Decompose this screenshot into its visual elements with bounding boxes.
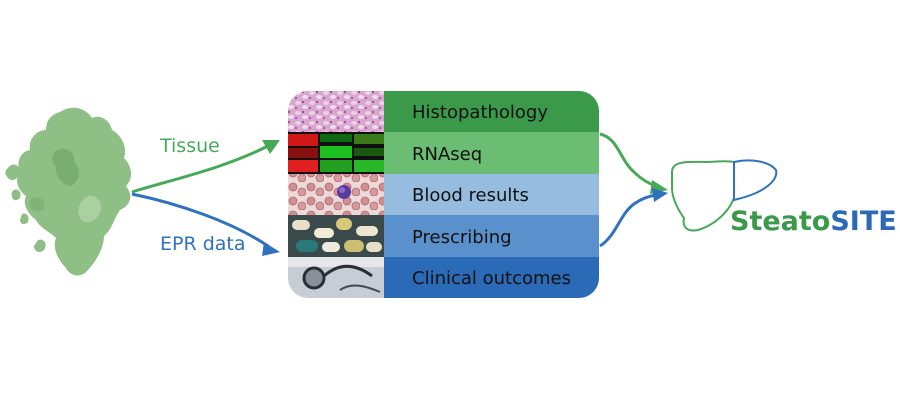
- map-mainland: [17, 107, 132, 276]
- rnaseq-heatmap-thumbnail: [288, 132, 384, 174]
- map-island-west: [5, 164, 21, 180]
- rnaseq-label: RNAseq: [412, 144, 482, 165]
- tissue-label: Tissue: [159, 135, 220, 157]
- blue-output-arrow: [599, 193, 657, 248]
- steatosite-logo: SteatoSITE: [730, 206, 897, 237]
- band-rnaseq: [384, 132, 599, 174]
- input-arrows: [131, 140, 280, 256]
- histopathology-label: Histopathology: [412, 102, 548, 123]
- scotland-map: [5, 107, 132, 276]
- tissue-arrowhead: [262, 140, 280, 154]
- band-blood-results: [384, 174, 599, 215]
- blood-smear-thumbnail: [288, 174, 384, 215]
- output-arrows: [599, 132, 668, 248]
- band-clinical-outcomes: [384, 257, 599, 298]
- site-text: SITE: [830, 206, 896, 237]
- data-type-bands: [384, 91, 599, 298]
- pills-thumbnail: [288, 215, 384, 257]
- band-histopathology: [384, 91, 599, 132]
- epr-arrow: [131, 192, 269, 248]
- stethoscope-thumbnail: [288, 257, 384, 298]
- epr-arrowhead: [262, 242, 280, 256]
- epr-data-label: EPR data: [160, 233, 246, 255]
- band-labels: Histopathology RNAseq Blood results Pres…: [412, 102, 571, 289]
- green-output-arrow: [599, 132, 657, 188]
- blood-results-label: Blood results: [412, 185, 529, 206]
- liver-icon: [671, 159, 778, 232]
- band-prescribing: [384, 215, 599, 257]
- histopathology-thumbnail: [288, 91, 384, 132]
- thumbnail-column: [288, 91, 384, 298]
- prescribing-label: Prescribing: [412, 227, 512, 248]
- data-panel: [288, 91, 599, 298]
- clinical-outcomes-label: Clinical outcomes: [412, 268, 571, 289]
- steato-text: Steato: [730, 206, 830, 237]
- tissue-arrow: [131, 144, 269, 194]
